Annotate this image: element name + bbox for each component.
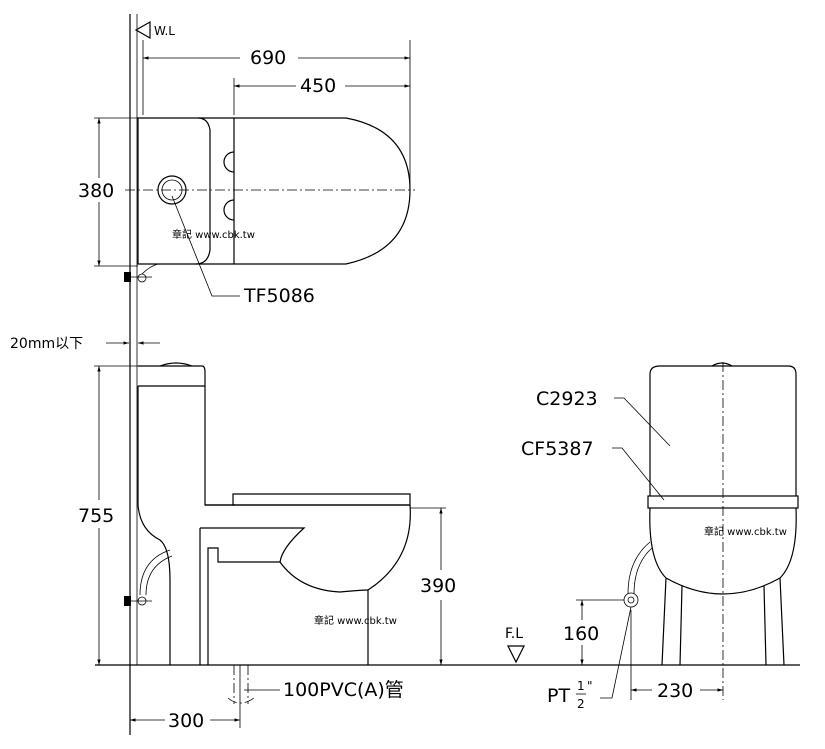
supply-pipe-quote: " (587, 679, 593, 693)
top-tank-outline (137, 117, 211, 265)
c2923-leader (614, 397, 671, 447)
supply-pipe-label: PT (547, 685, 570, 707)
water-level-label: W.L (154, 24, 175, 38)
watermark-side: 章記 www.cbk.tw (314, 614, 397, 627)
side-seat (232, 493, 411, 506)
wall-gap-callout: 20mm以下 (10, 336, 160, 352)
front-tank-outline (649, 365, 797, 496)
dim-seat-length: 450 (300, 75, 336, 97)
cf5387-leader (612, 447, 665, 501)
dim-supply-offset: 230 (657, 680, 693, 702)
tf5086-leader (171, 195, 240, 297)
dim-rough-in: 300 (168, 710, 204, 732)
dim-supply-height: 160 (563, 623, 599, 645)
side-bowl-outline (205, 504, 411, 665)
watermark-front: 章記 www.cbk.tw (704, 525, 787, 538)
pt-leader (600, 606, 632, 699)
wall-gap-label: 20mm以下 (10, 336, 83, 352)
dim-width: 380 (78, 180, 114, 202)
floor-level-label: F.L (505, 626, 523, 642)
dim-total-length: 690 (250, 47, 286, 69)
water-level-marker: W.L (134, 20, 175, 40)
floor-level-marker: F.L (505, 626, 525, 664)
dim-height: 755 (78, 505, 114, 527)
part-tank-label: C2923 (536, 388, 598, 410)
supply-pipe-frac-den: 2 (577, 697, 585, 711)
watermark-top: 章記 www.cbk.tw (172, 228, 255, 241)
supply-valve (623, 592, 639, 608)
dim-seat-height: 390 (420, 575, 456, 597)
side-body-back (137, 386, 171, 665)
drain-pipe-label: 100PVC(A)管 (283, 679, 404, 701)
supply-pipe-frac-num: 1 (577, 679, 585, 693)
side-view: 100PVC(A)管 章記 www.cbk.tw 755 390 300 (78, 362, 800, 732)
front-view: 章記 www.cbk.tw C2923 CF5387 160 PT 1 2 " … (521, 362, 799, 711)
top-view: TF5086 章記 www.cbk.tw 690 450 380 (78, 40, 415, 307)
part-seat-valve-label: TF5086 (243, 285, 315, 307)
top-bowl-outline (196, 117, 411, 265)
part-seat-label: CF5387 (521, 438, 594, 460)
